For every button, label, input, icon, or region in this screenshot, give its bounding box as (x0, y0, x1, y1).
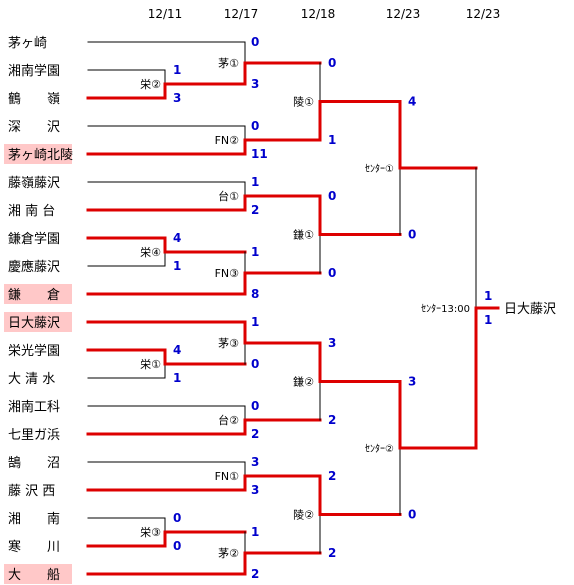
score: 2 (251, 203, 259, 217)
venue-label: 台① (218, 189, 239, 203)
score: 0 (251, 357, 259, 371)
round-date: 12/11 (148, 7, 183, 21)
score: 1 (251, 175, 259, 189)
score: 3 (251, 455, 259, 469)
venue-label: 台② (218, 413, 239, 427)
score: 1 (173, 371, 181, 385)
score: 0 (173, 539, 181, 553)
team-name: 藤嶺藤沢 (8, 176, 60, 191)
team-highlight (4, 564, 72, 584)
round-date: 12/18 (301, 7, 336, 21)
score: 3 (328, 336, 336, 350)
team-name: 栄光学園 (8, 343, 60, 359)
score: 2 (328, 546, 336, 560)
score: 0 (328, 266, 336, 280)
team-name: 茅ヶ崎 (8, 36, 47, 51)
venue-label: FN② (215, 134, 240, 147)
score: 1 (484, 289, 492, 303)
venue-label: 栄④ (140, 245, 161, 259)
team-name: 湘南工科 (8, 399, 60, 415)
score: 1 (251, 245, 259, 259)
team-name: 鶴 嶺 (8, 91, 60, 107)
venue-label: FN① (215, 470, 240, 483)
score: 2 (328, 413, 336, 427)
score: 4 (408, 95, 416, 109)
round-date: 12/23 (466, 7, 501, 21)
champion-name: 日大藤沢 (504, 302, 556, 317)
team-name: 鎌倉学園 (8, 231, 60, 247)
score: 0 (328, 56, 336, 70)
venue-label: ｾﾝﾀｰ① (365, 163, 394, 175)
team-name: 大 船 (8, 568, 60, 583)
round-date: 12/17 (224, 7, 259, 21)
team-name: 鎌 倉 (8, 288, 60, 303)
team-name: 湘 南 台 (8, 203, 55, 219)
team-name: 慶應藤沢 (8, 259, 60, 275)
score: 3 (173, 91, 181, 105)
team-highlight (4, 144, 72, 164)
venue-label: 鎌② (293, 375, 314, 389)
score: 1 (173, 259, 181, 273)
score: 4 (173, 343, 181, 357)
venue-label: 陵① (293, 96, 314, 109)
team-name: 深 沢 (8, 120, 60, 135)
score: 2 (328, 469, 336, 483)
team-name: 大 清 水 (8, 372, 55, 387)
team-name: 湘 南 (8, 511, 60, 527)
venue-label: 茅③ (218, 337, 239, 350)
venue-label: 栄② (140, 77, 161, 91)
score: 3 (251, 77, 259, 91)
score: 0 (328, 189, 336, 203)
team-name: 茅ヶ崎北陵 (8, 148, 73, 163)
venue-label: 栄① (140, 357, 161, 371)
score: 1 (251, 315, 259, 329)
score: 0 (251, 399, 259, 413)
score: 2 (251, 567, 259, 581)
score: 0 (173, 511, 181, 525)
venue-label: FN③ (215, 267, 240, 280)
score: 1 (484, 313, 492, 327)
venue-label: 鎌① (293, 228, 314, 242)
score: 11 (251, 147, 268, 161)
venue-label: ｾﾝﾀｰ13:00 (421, 303, 470, 315)
score: 0 (408, 228, 416, 242)
score: 3 (408, 375, 416, 389)
score: 1 (328, 133, 336, 147)
score: 0 (251, 119, 259, 133)
score: 0 (408, 508, 416, 522)
score: 0 (251, 35, 259, 49)
venue-label: 陵② (293, 509, 314, 522)
team-name: 七里ガ浜 (8, 428, 60, 443)
team-name: 日大藤沢 (8, 316, 60, 331)
venue-label: 茅① (218, 57, 239, 70)
venue-label: 栄③ (140, 525, 161, 539)
score: 2 (251, 427, 259, 441)
score: 4 (173, 231, 181, 245)
score: 1 (173, 63, 181, 77)
score: 8 (251, 287, 259, 301)
score: 3 (251, 483, 259, 497)
round-date: 12/23 (386, 7, 421, 21)
team-highlight (4, 312, 72, 332)
score: 1 (251, 525, 259, 539)
team-name: 寒 川 (8, 539, 60, 555)
venue-label: 茅② (218, 547, 239, 560)
team-name: 藤 沢 西 (8, 484, 55, 499)
team-name: 湘南学園 (8, 63, 60, 79)
team-highlight (4, 284, 72, 304)
venue-label: ｾﾝﾀｰ② (365, 443, 394, 455)
team-name: 鵠 沼 (8, 456, 60, 471)
